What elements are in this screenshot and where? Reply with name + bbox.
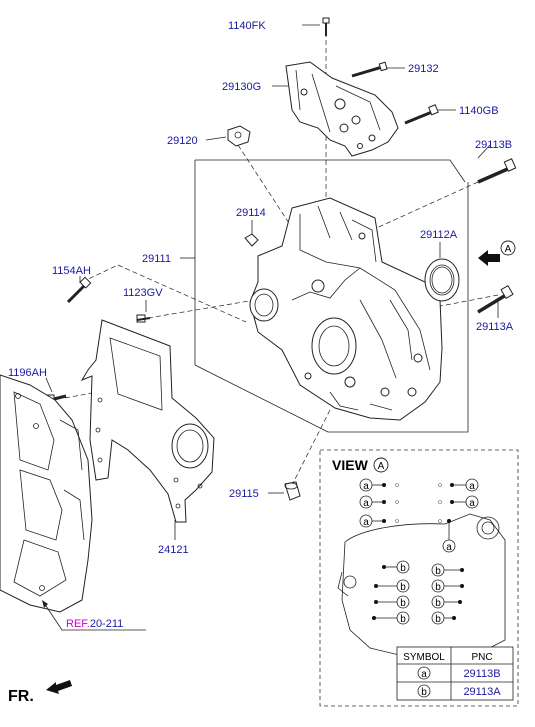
marker-b-4: b xyxy=(400,614,406,625)
marker-b-6: b xyxy=(435,582,441,593)
reference-prefix: REF. xyxy=(66,618,90,630)
callout-29115: 29115 xyxy=(229,488,259,500)
view-arrow-icon xyxy=(478,250,500,266)
leader-lines xyxy=(45,24,499,540)
legend-table: SYMBOL PNC a 29113B b 29113A xyxy=(396,646,514,701)
marker-b-3: b xyxy=(400,598,406,609)
marker-a-3: a xyxy=(363,517,369,528)
bolt-1140gb xyxy=(404,104,439,125)
callout-1154ah: 1154AH xyxy=(52,265,91,277)
view-a-markers: a a a a a a xyxy=(359,478,479,553)
callout-29113b: 29113B xyxy=(475,139,512,151)
callout-24121: 24121 xyxy=(158,544,189,556)
view-b-markers: b b b b b b b b xyxy=(372,560,464,625)
callout-29130g: 29130G xyxy=(222,81,261,93)
bolt-1123gv xyxy=(136,314,151,323)
plug-29115 xyxy=(284,481,301,501)
marker-b-7: b xyxy=(435,598,441,609)
reference-label: REF.20-211 xyxy=(66,618,123,630)
gasket-24121 xyxy=(80,319,215,523)
legend-row-2-symbol: b xyxy=(421,687,427,698)
marker-a-2: a xyxy=(363,498,369,509)
view-a-panel: VIEW A a a a a a a xyxy=(319,449,519,707)
view-panel-title: VIEW xyxy=(332,457,369,473)
callout-1140fk: 1140FK xyxy=(228,20,266,32)
legend-row-1-pnc: 29113B xyxy=(463,668,500,680)
callout-29111: 29111 xyxy=(142,253,171,265)
callout-1196ah: 1196AH xyxy=(8,367,47,379)
bolt-29132 xyxy=(351,61,388,78)
engine-block xyxy=(0,374,93,613)
callout-labels: 1140FK 29132 29130G 1140GB 29120 29113B … xyxy=(8,20,514,556)
marker-b-2: b xyxy=(400,582,406,593)
reference-number: 20-211 xyxy=(90,618,123,630)
bracket-29130g xyxy=(285,61,399,157)
legend-header-symbol: SYMBOL xyxy=(403,652,445,663)
marker-b-5: b xyxy=(435,566,441,577)
clip-29114 xyxy=(244,233,259,247)
callout-29114: 29114 xyxy=(236,207,266,219)
view-arrow-circle xyxy=(500,240,516,256)
marker-a-5: a xyxy=(469,498,475,509)
marker-a-4: a xyxy=(469,481,475,492)
view-arrow-letter: A xyxy=(505,244,512,255)
marker-a-1: a xyxy=(363,481,369,492)
marker-b-8: b xyxy=(435,614,441,625)
bolt-1154ah xyxy=(66,276,92,304)
callout-29120: 29120 xyxy=(167,135,198,147)
housing-frame xyxy=(194,159,469,433)
reference-leader xyxy=(42,600,146,631)
legend-header-pnc: PNC xyxy=(471,652,492,663)
view-panel-border xyxy=(319,449,519,707)
flywheel-housing-29111 xyxy=(249,197,443,421)
front-arrow-icon xyxy=(46,680,72,694)
marker-a-6: a xyxy=(446,542,452,553)
callout-1123gv: 1123GV xyxy=(123,287,163,299)
seal-29112a xyxy=(424,258,460,302)
callout-29132: 29132 xyxy=(408,63,439,75)
front-label: FR. xyxy=(8,688,34,705)
marker-b-1: b xyxy=(400,563,406,574)
bolt-29113a xyxy=(477,284,514,314)
callout-1140gb: 1140GB xyxy=(459,105,499,117)
sensor-29120 xyxy=(227,125,251,147)
view-panel-title-circle xyxy=(373,457,389,473)
view-a-arrow: A xyxy=(478,240,516,266)
callout-29113a: 29113A xyxy=(476,321,514,333)
view-panel-title-letter: A xyxy=(378,461,385,472)
legend-row-1-symbol: a xyxy=(421,669,427,680)
callout-29112a: 29112A xyxy=(420,229,458,241)
front-indicator: FR. xyxy=(8,680,72,705)
bolt-29113b xyxy=(477,158,517,184)
bolt-1140fk xyxy=(322,17,330,36)
legend-row-2-pnc: 29113A xyxy=(463,686,501,698)
